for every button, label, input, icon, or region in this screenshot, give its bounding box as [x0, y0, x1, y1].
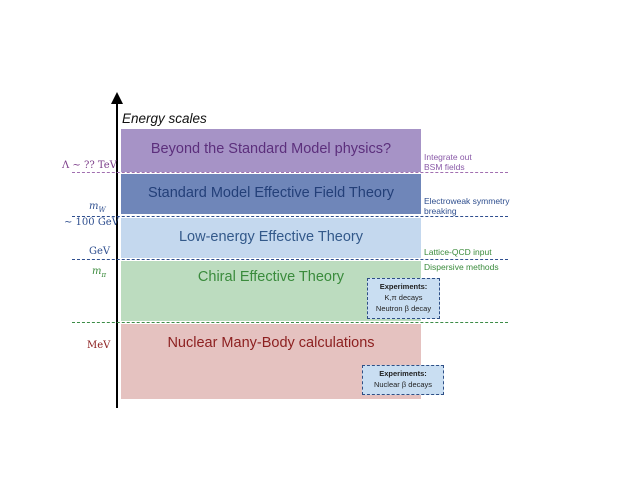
gev-dashed-line	[72, 259, 508, 260]
mev-dashed-line	[72, 322, 508, 323]
scale-100gev: ∼ 100 GeV	[64, 217, 119, 228]
axis-arrowhead	[111, 92, 123, 104]
dispersive-methods-note: Dispersive methods	[424, 262, 499, 272]
band-nuclear-label: Nuclear Many-Body calculations	[167, 335, 375, 351]
scale-tev: Λ ∼ ?? TeV	[62, 160, 117, 171]
band-bsm: Beyond the Standard Model physics?	[121, 129, 421, 172]
band-bsm-label: Beyond the Standard Model physics?	[150, 141, 392, 157]
axis-title: Energy scales	[122, 111, 207, 126]
band-nuclear: Nuclear Many-Body calculations	[121, 324, 421, 399]
band-left: Low-energy Effective Theory	[121, 218, 421, 258]
scale-mw: mW	[89, 201, 106, 214]
scale-mpi: mπ	[92, 266, 107, 279]
energy-axis	[116, 100, 118, 408]
scale-gev: GeV	[89, 246, 111, 257]
band-smeft: Standard Model Effective Field Theory	[121, 174, 421, 214]
scale-mev: MeV	[87, 340, 111, 351]
band-left-label: Low-energy Effective Theory	[178, 229, 364, 245]
tev-dashed-line	[72, 172, 508, 173]
integrate-out-note: Integrate out BSM fields	[424, 152, 472, 172]
mw-dashed-line	[72, 216, 508, 217]
ewsb-note: Electroweak symmetry breaking	[424, 196, 510, 216]
band-smeft-label: Standard Model Effective Field Theory	[147, 185, 395, 201]
band-chiral-label: Chiral Effective Theory	[197, 269, 345, 285]
experiments-kaon-neutron-box: Experiments: K,π decays Neutron β decay	[367, 278, 440, 319]
lattice-qcd-note: Lattice-QCD input	[424, 247, 492, 257]
experiments-nuclear-box: Experiments: Nuclear β decays	[362, 365, 444, 395]
